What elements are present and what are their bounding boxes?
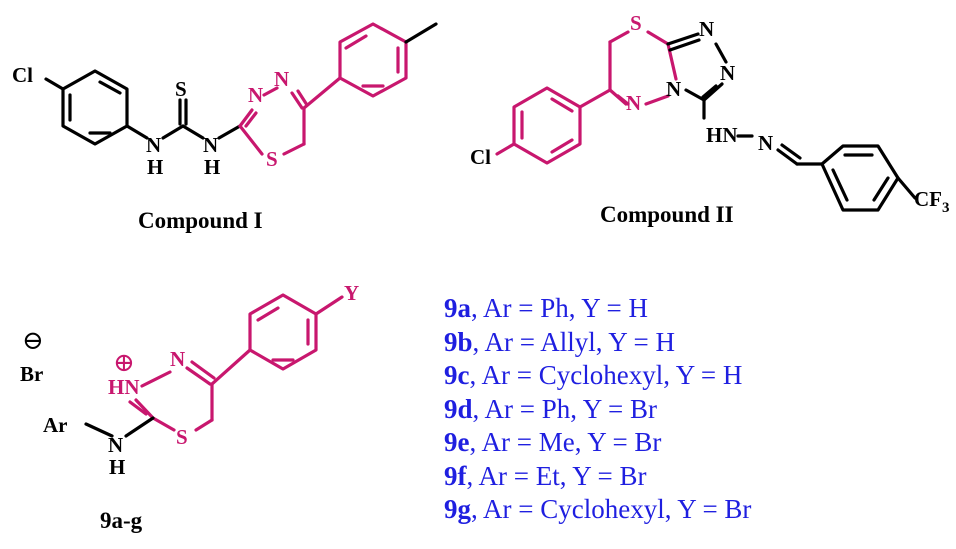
chlorophenyl-ring-2 — [495, 86, 612, 165]
urea-nitrogen-1: N — [146, 133, 161, 157]
chlorine-atom-2: Cl — [470, 145, 491, 169]
cf3-group: CF3 — [914, 187, 950, 216]
legend-substituents: , Ar = Ph, Y = H — [471, 293, 648, 323]
series-9: ⊖ Br ⊕ HN N S Ar N H Y — [20, 281, 359, 533]
hydrazine-nh: HN — [706, 123, 738, 147]
chlorine-atom: Cl — [12, 63, 33, 87]
compound-1-caption: Compound I — [138, 208, 263, 233]
legend-substituents: , Ar = Ph, Y = Br — [472, 393, 657, 424]
ring-nitrogen-9: N — [170, 347, 185, 371]
legend-entry-9b: 9b, Ar = Allyl, Y = H — [444, 326, 751, 360]
urea-hydrogen-1: H — [147, 155, 163, 179]
legend-compound-id: 9f — [444, 460, 467, 491]
tolyl-ring — [302, 22, 438, 110]
compound-2-caption: Compound II — [600, 202, 734, 227]
series-caption: 9a-g — [100, 508, 143, 533]
thiadiazine-ring — [238, 86, 309, 156]
ring-sulfur-9: S — [176, 425, 188, 449]
legend-entry-9g: 9g, Ar = Cyclohexyl, Y = Br — [444, 493, 751, 527]
compound-1: Cl S N H N H N N S — [12, 22, 438, 233]
legend-compound-id: 9e — [444, 427, 470, 457]
triazole-ring — [666, 32, 728, 120]
ring-nitrogen-lower: N — [626, 91, 641, 115]
bromide-ion: Br — [20, 362, 43, 386]
legend-entry-9a: 9a, Ar = Ph, Y = H — [444, 292, 751, 326]
legend-compound-id: 9d — [444, 393, 473, 424]
legend-entry-9f: 9f, Ar = Et, Y = Br — [444, 460, 751, 494]
amine-hydrogen-9: H — [109, 455, 125, 479]
hydrazone-bonds — [736, 134, 824, 166]
thiadiazine-ring-9 — [128, 360, 216, 432]
legend-substituents: , Ar = Me, Y = Br — [469, 427, 662, 457]
legend-substituents: , Ar = Cyclohexyl, Y = H — [469, 360, 743, 390]
amine-nitrogen-9: N — [108, 433, 123, 457]
triazole-nitrogen-2: N — [720, 61, 735, 85]
legend-compound-id: 9c — [444, 360, 470, 390]
legend-compound-id: 9g — [444, 494, 471, 524]
triazole-nitrogen-1: N — [699, 17, 714, 41]
legend-substituents: , Ar = Cyclohexyl, Y = Br — [471, 494, 752, 524]
substituent-y-label: Y — [344, 281, 359, 305]
amine-bonds-9 — [84, 416, 155, 438]
legend-compound-id: 9b — [444, 326, 473, 357]
ring-nh-plus: HN — [108, 375, 140, 399]
chlorophenyl-ring — [44, 69, 129, 146]
legend-entry-9d: 9d, Ar = Ph, Y = Br — [444, 393, 751, 427]
ring-nitrogen-1: N — [248, 83, 263, 107]
legend-entry-9c: 9c, Ar = Cyclohexyl, Y = H — [444, 359, 751, 393]
aryl-ring-9 — [210, 293, 344, 386]
imine-nitrogen: N — [758, 131, 773, 155]
legend-substituents: , Ar = Allyl, Y = H — [472, 326, 675, 357]
bromide-charge-icon: ⊖ — [22, 326, 44, 355]
trifluoromethylphenyl-ring — [820, 144, 917, 212]
legend-entry-9e: 9e, Ar = Me, Y = Br — [444, 426, 751, 460]
ring-sulfur: S — [266, 147, 278, 171]
thiourea-bonds — [125, 98, 242, 140]
legend-compound-id: 9a — [444, 293, 471, 323]
cation-charge-icon: ⊕ — [113, 348, 135, 377]
legend-substituents: , Ar = Et, Y = Br — [466, 460, 647, 491]
aryl-group-label: Ar — [43, 413, 68, 437]
ring-sulfur-2: S — [630, 11, 642, 35]
urea-hydrogen-2: H — [204, 155, 220, 179]
fused-nitrogen: N — [666, 77, 681, 101]
compound-2: Cl S N N N N — [470, 11, 950, 227]
urea-nitrogen-2: N — [203, 133, 218, 157]
ring-nitrogen-2: N — [274, 67, 289, 91]
thione-sulfur: S — [175, 77, 187, 101]
